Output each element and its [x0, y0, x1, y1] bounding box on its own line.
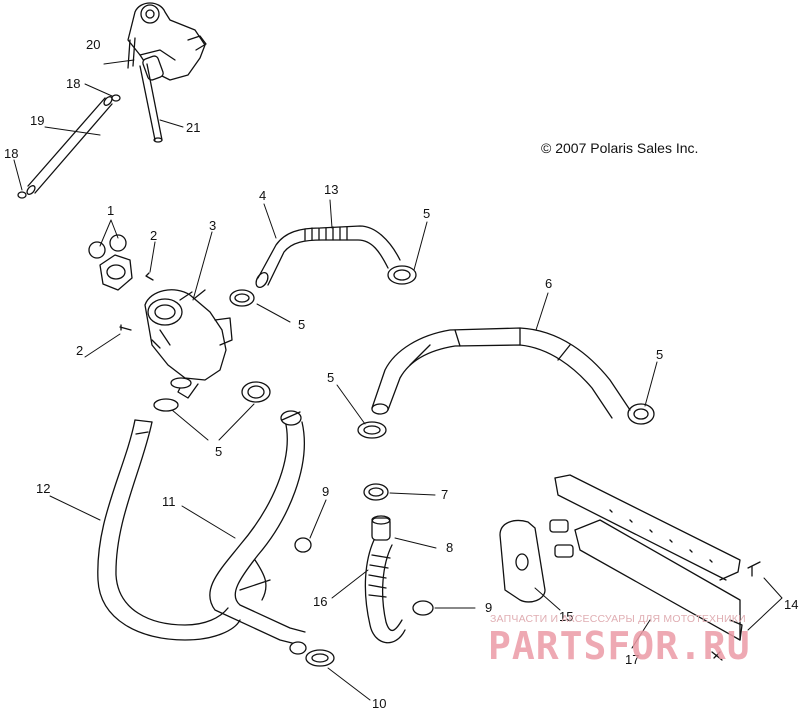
callout-4: 4	[259, 188, 267, 203]
callout-12: 12	[36, 481, 51, 496]
mount-block-part-15	[499, 519, 546, 603]
watermark-logo: PARTSFOR.RU	[488, 624, 751, 668]
vent-hose-part-19	[26, 96, 113, 195]
clamp-part-5	[153, 265, 655, 439]
coolant-hose-part-12	[97, 419, 241, 641]
callout-9-upper: 9	[322, 484, 330, 499]
callout-2-upper: 2	[150, 228, 158, 243]
callout-14: 14	[784, 597, 799, 612]
rivet-part-14	[711, 561, 761, 661]
callout-20: 20	[86, 37, 101, 52]
callout-11: 11	[162, 494, 176, 509]
clamp-part-18	[17, 94, 121, 199]
callout-18-upper: 18	[66, 76, 81, 91]
callout-5-lower: 5	[215, 444, 223, 459]
callout-3: 3	[209, 218, 217, 233]
callout-1: 1	[107, 203, 115, 218]
callout-5-center: 5	[298, 317, 306, 332]
leader-lines	[13, 59, 783, 701]
bellows-hose-part-13	[255, 225, 401, 289]
callout-21: 21	[186, 120, 201, 135]
callout-7: 7	[441, 487, 449, 502]
callout-10: 10	[372, 696, 387, 710]
coolant-hose-part-11	[209, 410, 306, 646]
callout-13: 13	[324, 182, 339, 197]
callout-17: 17	[625, 652, 640, 667]
clamp-part-7	[363, 483, 389, 501]
callout-8: 8	[446, 540, 454, 555]
callout-16: 16	[313, 594, 328, 609]
upper-housing-part-20	[127, 2, 207, 81]
callout-9-lower: 9	[485, 600, 493, 615]
breather-tube-part-21	[139, 63, 163, 143]
callout-6: 6	[545, 276, 553, 291]
callout-5-mid: 5	[327, 370, 335, 385]
bellows-hose-part-16	[364, 539, 406, 644]
clamp-part-9	[294, 537, 434, 616]
thermostat-housing-part-3	[144, 289, 233, 399]
callout-19: 19	[30, 113, 45, 128]
callout-18-lower: 18	[4, 146, 19, 161]
radiator-hose-part-6	[371, 327, 631, 419]
heat-exchanger-part-17	[549, 474, 743, 641]
callout-2-lower: 2	[76, 343, 84, 358]
callout-15: 15	[559, 609, 574, 624]
cap-part-1	[88, 234, 133, 291]
clamp-part-10	[289, 641, 335, 667]
callout-5-top-right: 5	[423, 206, 431, 221]
watermark-caption: ЗАПЧАСТИ И АКСЕССУАРЫ ДЛЯ МОТОТЕХНИКИ	[490, 613, 746, 625]
callout-5-right: 5	[656, 347, 664, 362]
copyright-notice: © 2007 Polaris Sales Inc.	[541, 140, 699, 156]
screw-part-2	[119, 272, 154, 331]
fitting-part-8	[371, 515, 391, 541]
